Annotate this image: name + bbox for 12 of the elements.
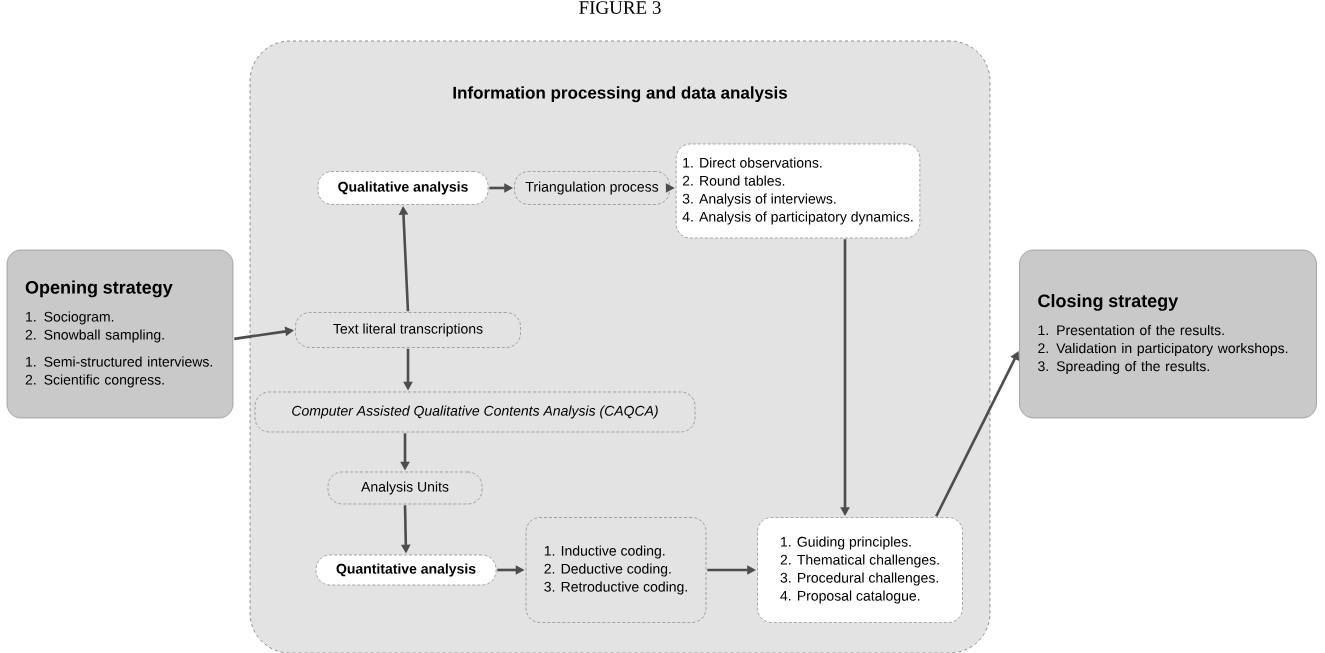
- process-box: Triangulation process: [514, 171, 670, 205]
- process-box: Text literal transcriptions: [295, 312, 521, 348]
- process-box: Quantitative analysis: [315, 554, 497, 586]
- list-box: 1. Direct observations. 2. Round tables. 3. Analysis of interviews. 4. Analysis of participatory dynamics.: [675, 143, 921, 239]
- list-box: 1. Inductive coding. 2. Deductive coding. 3. Retroductive coding.: [525, 517, 707, 623]
- process-box: Qualitative analysis: [317, 171, 489, 205]
- list-box: 1. Guiding principles. 2. Thematical challenges. 3. Procedural challenges. 4. Proposal catalogue.: [757, 517, 963, 623]
- process-box: Computer Assisted Qualitative Contents Analysis (CAQCA): [254, 391, 696, 433]
- figure-title: FIGURE 3: [579, 1, 661, 14]
- process-box: Analysis Units: [327, 471, 483, 505]
- strategy-box: Opening strategy 1. Sociogram. 2. Snowball sampling. 1. Semi-structured interviews. 2. Scientific congress.: [6, 249, 234, 419]
- strategy-box: Closing strategy 1. Presentation of the results. 2. Validation in participatory workshops. 3. Spreading of the results.: [1019, 249, 1317, 419]
